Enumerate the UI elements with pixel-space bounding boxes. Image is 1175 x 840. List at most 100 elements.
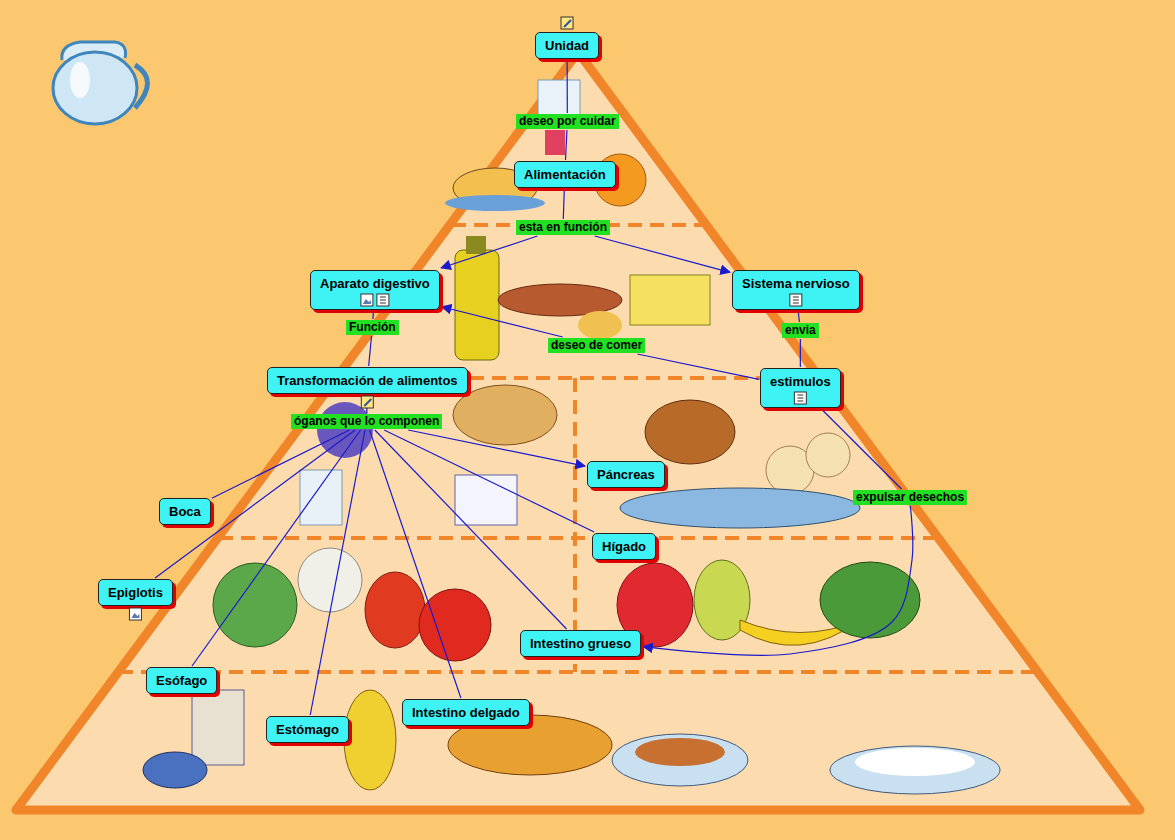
connector [441,236,537,268]
connector [408,430,585,466]
bowl [143,752,207,788]
node-text: esta en función [519,220,607,235]
linking-phrase: envia [782,323,819,338]
concept-box: Esófago [146,667,217,694]
plate [445,195,545,211]
concept-box: Intestino grueso [520,630,641,657]
node-text: Estómago [276,722,339,737]
jug [53,42,148,124]
icon-frame [129,608,141,620]
icon-frame [361,396,373,408]
node-text: Aparato digestivo [320,276,430,291]
sweets-row [445,80,646,211]
node-text: óganos que lo componen [294,414,439,429]
linking-phrase: deseo por cuidar [516,114,619,129]
icon-frame [561,17,573,29]
fats-row [455,236,710,360]
connector [369,336,372,366]
node-text: Esófago [156,673,207,688]
connector [563,189,564,219]
pepper [365,572,425,648]
concept-box: Transformación de alimentos [267,367,468,394]
connector [798,311,799,322]
pasta-plate [612,734,748,786]
concept-box: Boca [159,498,211,525]
node-text: Boca [169,504,201,519]
concept-box: Alimentación [514,161,616,188]
node-text: Intestino delgado [412,705,520,720]
connector [384,430,594,532]
connector [212,430,350,498]
vegetable-fruit-row [213,548,920,661]
concept-box: Epiglotis [98,579,173,606]
egg [806,433,850,477]
icon-mark [564,20,571,27]
lettuce [213,563,297,647]
node-text: envia [785,323,816,338]
band-line [119,670,1037,674]
concept-box: Estómago [266,716,349,743]
connector [595,236,730,272]
cereal-box [192,690,244,765]
connector [310,430,365,715]
node-text: Sistema nervioso [742,276,850,291]
yogurt [455,475,517,525]
concept-box: Páncreas [587,461,665,488]
concept-box: Intestino delgado [402,699,530,726]
corn [344,690,396,790]
chicken [645,400,735,464]
icon-mark [131,613,139,618]
linking-phrase: deseo de comer [548,338,645,353]
connector [800,339,801,367]
band-line [573,378,577,672]
peanuts [578,311,622,339]
node-text: Alimentación [524,167,606,182]
cauliflower [298,548,362,612]
concept-box: Sistema nervioso [732,270,860,310]
node-text: Epiglotis [108,585,163,600]
connector [821,409,901,489]
concept-box: Hígado [592,533,656,560]
connector [637,354,759,379]
rice [855,748,975,776]
connector [442,307,563,337]
connector [566,60,567,113]
oil-bottle [455,250,499,360]
node-text: expulsar desechos [856,490,964,505]
linking-phrase: Función [346,320,399,335]
concept-box: Unidad [535,32,599,59]
connector [566,130,567,160]
node-text: deseo por cuidar [519,114,616,129]
connector [643,506,913,655]
bottle-cap [466,236,486,254]
fish [620,488,860,528]
node-text: Intestino grueso [530,636,631,651]
rice-plate [830,746,1000,794]
annotation-icon [361,396,373,408]
image-icon [129,608,141,620]
node-text: Páncreas [597,467,655,482]
band-line [219,536,937,540]
pyramid-bands [119,225,1037,672]
node-text: Función [349,320,396,335]
cheese [453,385,557,445]
concept-box: Aparato digestivo [310,270,440,310]
linking-phrase: óganos que lo componen [291,414,442,429]
icon-mark [364,399,371,406]
node-text: Unidad [545,38,589,53]
node-text: deseo de comer [551,338,642,353]
connector [372,311,374,319]
annotation-icon [561,17,573,29]
milk-glass [300,470,342,525]
linking-phrase: expulsar desechos [853,490,967,505]
sugar-box [538,80,580,116]
node-text: estimulos [770,374,831,389]
pasta [635,738,725,766]
linking-phrase: esta en función [516,220,610,235]
node-text: Hígado [602,539,646,554]
pyramid [16,52,1140,810]
connector [192,430,361,666]
connector [370,430,461,698]
